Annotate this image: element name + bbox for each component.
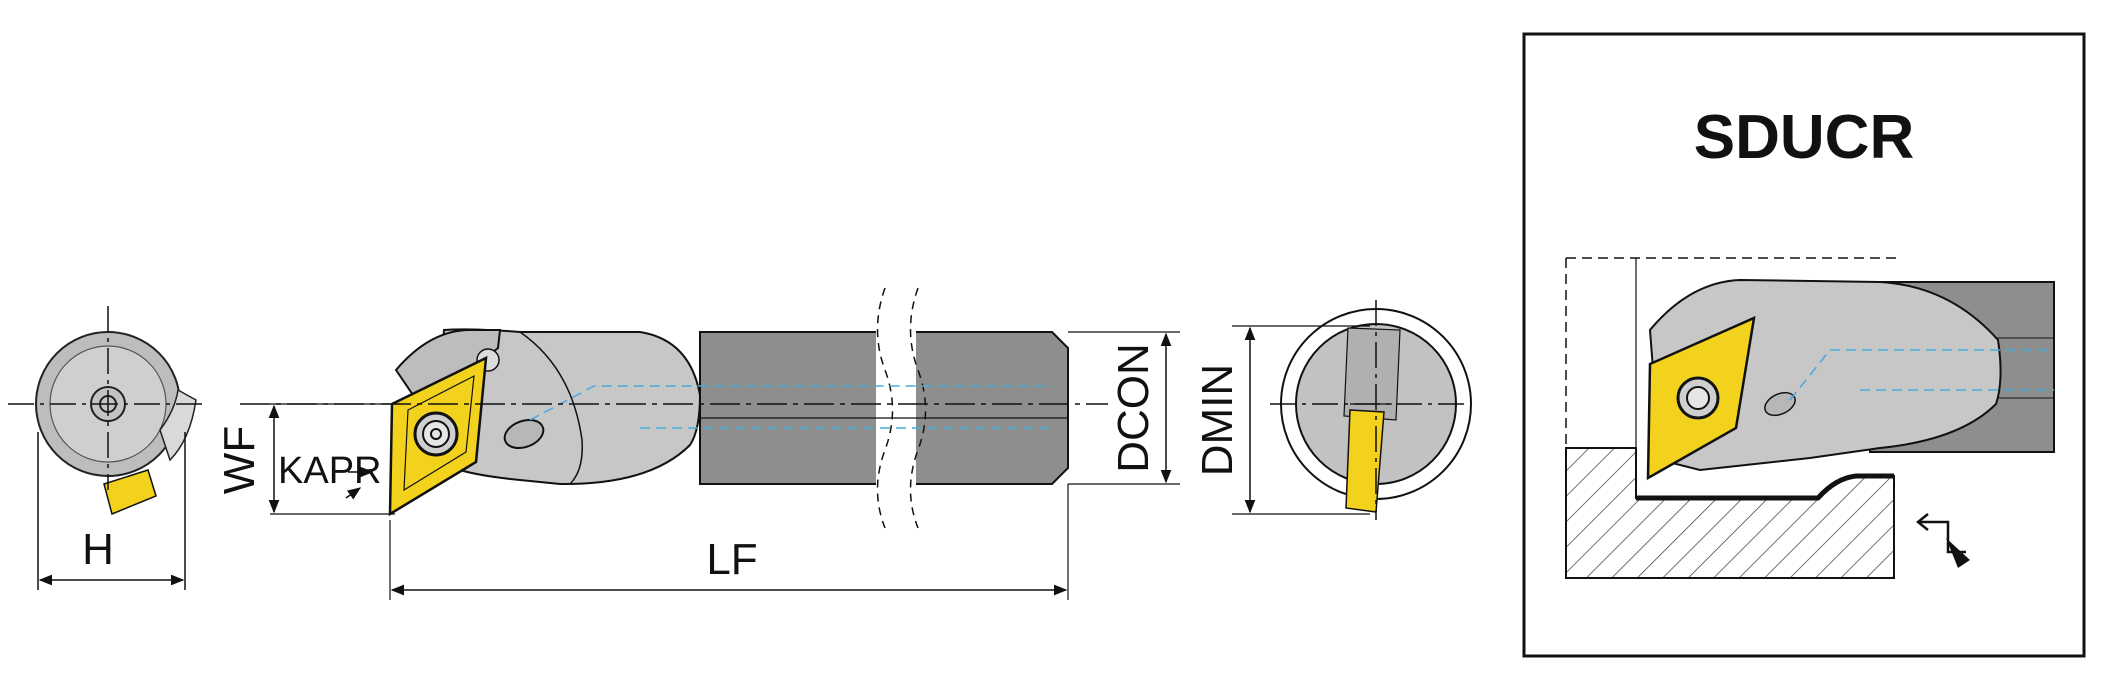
dcon-label: DCON: [1109, 343, 1158, 473]
wf-label: WF: [215, 426, 264, 494]
feed-direction-icon: [1915, 513, 1970, 568]
h-label: H: [82, 525, 114, 574]
clamp-slot: [503, 418, 545, 450]
kapr-label: KAPR: [278, 450, 381, 492]
end-view-right: DMIN: [1193, 300, 1472, 520]
shank-break: [876, 287, 894, 529]
type-box: SDUCR: [1522, 32, 2086, 658]
lf-label: LF: [706, 535, 757, 584]
insert-end-view: [103, 469, 157, 516]
coolant-channel: [529, 385, 1052, 421]
side-view: WF KAPR LF DCON: [215, 287, 1180, 600]
dmin-label: DMIN: [1193, 364, 1242, 476]
end-view-left: H: [8, 306, 208, 590]
tool-title: SDUCR: [1694, 103, 1914, 172]
